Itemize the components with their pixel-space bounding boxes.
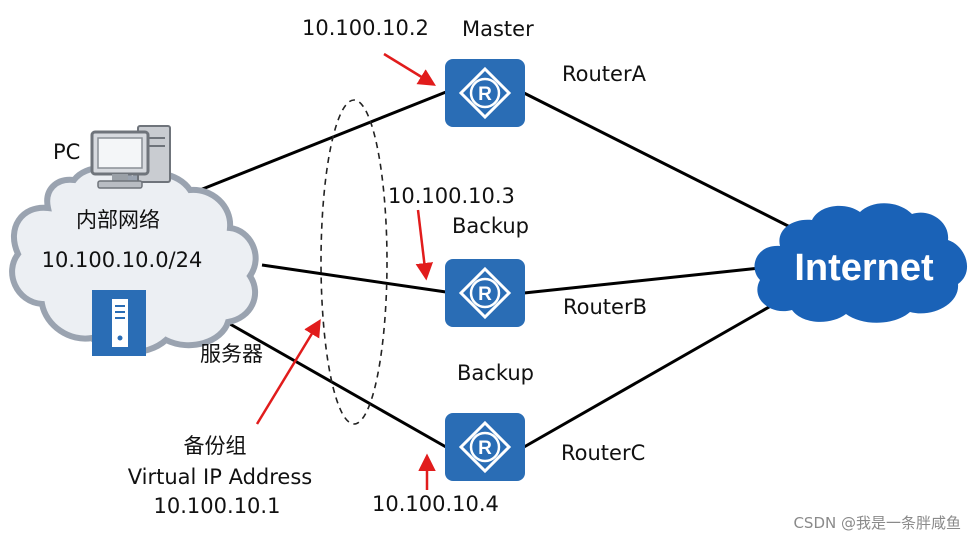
router-icon: R	[445, 259, 525, 327]
intranet-cloud-icon	[9, 165, 259, 356]
arrow-ip-routerA	[383, 52, 436, 86]
link-intranet-routerB	[261, 263, 447, 294]
arrow-ip-routerB	[415, 209, 434, 281]
virtual-ip-label: Virtual IP Address	[127, 465, 313, 489]
router-icon: R	[445, 59, 525, 127]
link-intranet-routerC	[229, 322, 447, 449]
routerC-ip: 10.100.10.4	[372, 492, 499, 516]
routerB-name: RouterB	[563, 295, 647, 319]
svg-text:R: R	[478, 284, 492, 305]
internet-cloud-icon	[754, 203, 968, 323]
internet-label: Internet	[794, 247, 934, 289]
intranet-subnet: 10.100.10.0/24	[41, 248, 203, 272]
intranet-name: 内部网络	[76, 208, 160, 232]
routerB-role: Backup	[452, 214, 529, 238]
backup-group-name: 备份组	[183, 434, 247, 458]
pc-label: PC	[53, 140, 81, 164]
link-intranet-routerA	[199, 90, 447, 192]
link-routerC-internet	[523, 293, 791, 449]
routerA-name: RouterA	[562, 62, 646, 86]
link-routerB-internet	[523, 266, 761, 295]
virtual-ip-value: 10.100.10.1	[153, 494, 281, 518]
watermark: CSDN @我是一条胖咸鱼	[793, 514, 961, 532]
routerB-ip: 10.100.10.3	[388, 184, 515, 208]
backup-group-ellipse	[320, 99, 388, 425]
routerC-name: RouterC	[561, 441, 646, 465]
link-routerA-internet	[523, 91, 801, 234]
routerA-role: Master	[462, 17, 534, 41]
pc-icon	[90, 125, 171, 189]
server-icon	[92, 290, 146, 356]
routerA-ip: 10.100.10.2	[302, 16, 429, 40]
svg-text:R: R	[478, 84, 492, 105]
routerC-role: Backup	[457, 361, 534, 385]
router-icon: R	[445, 413, 525, 481]
server-label: 服务器	[200, 342, 263, 366]
arrow-virtual-ip	[255, 319, 321, 425]
svg-text:R: R	[478, 438, 492, 459]
